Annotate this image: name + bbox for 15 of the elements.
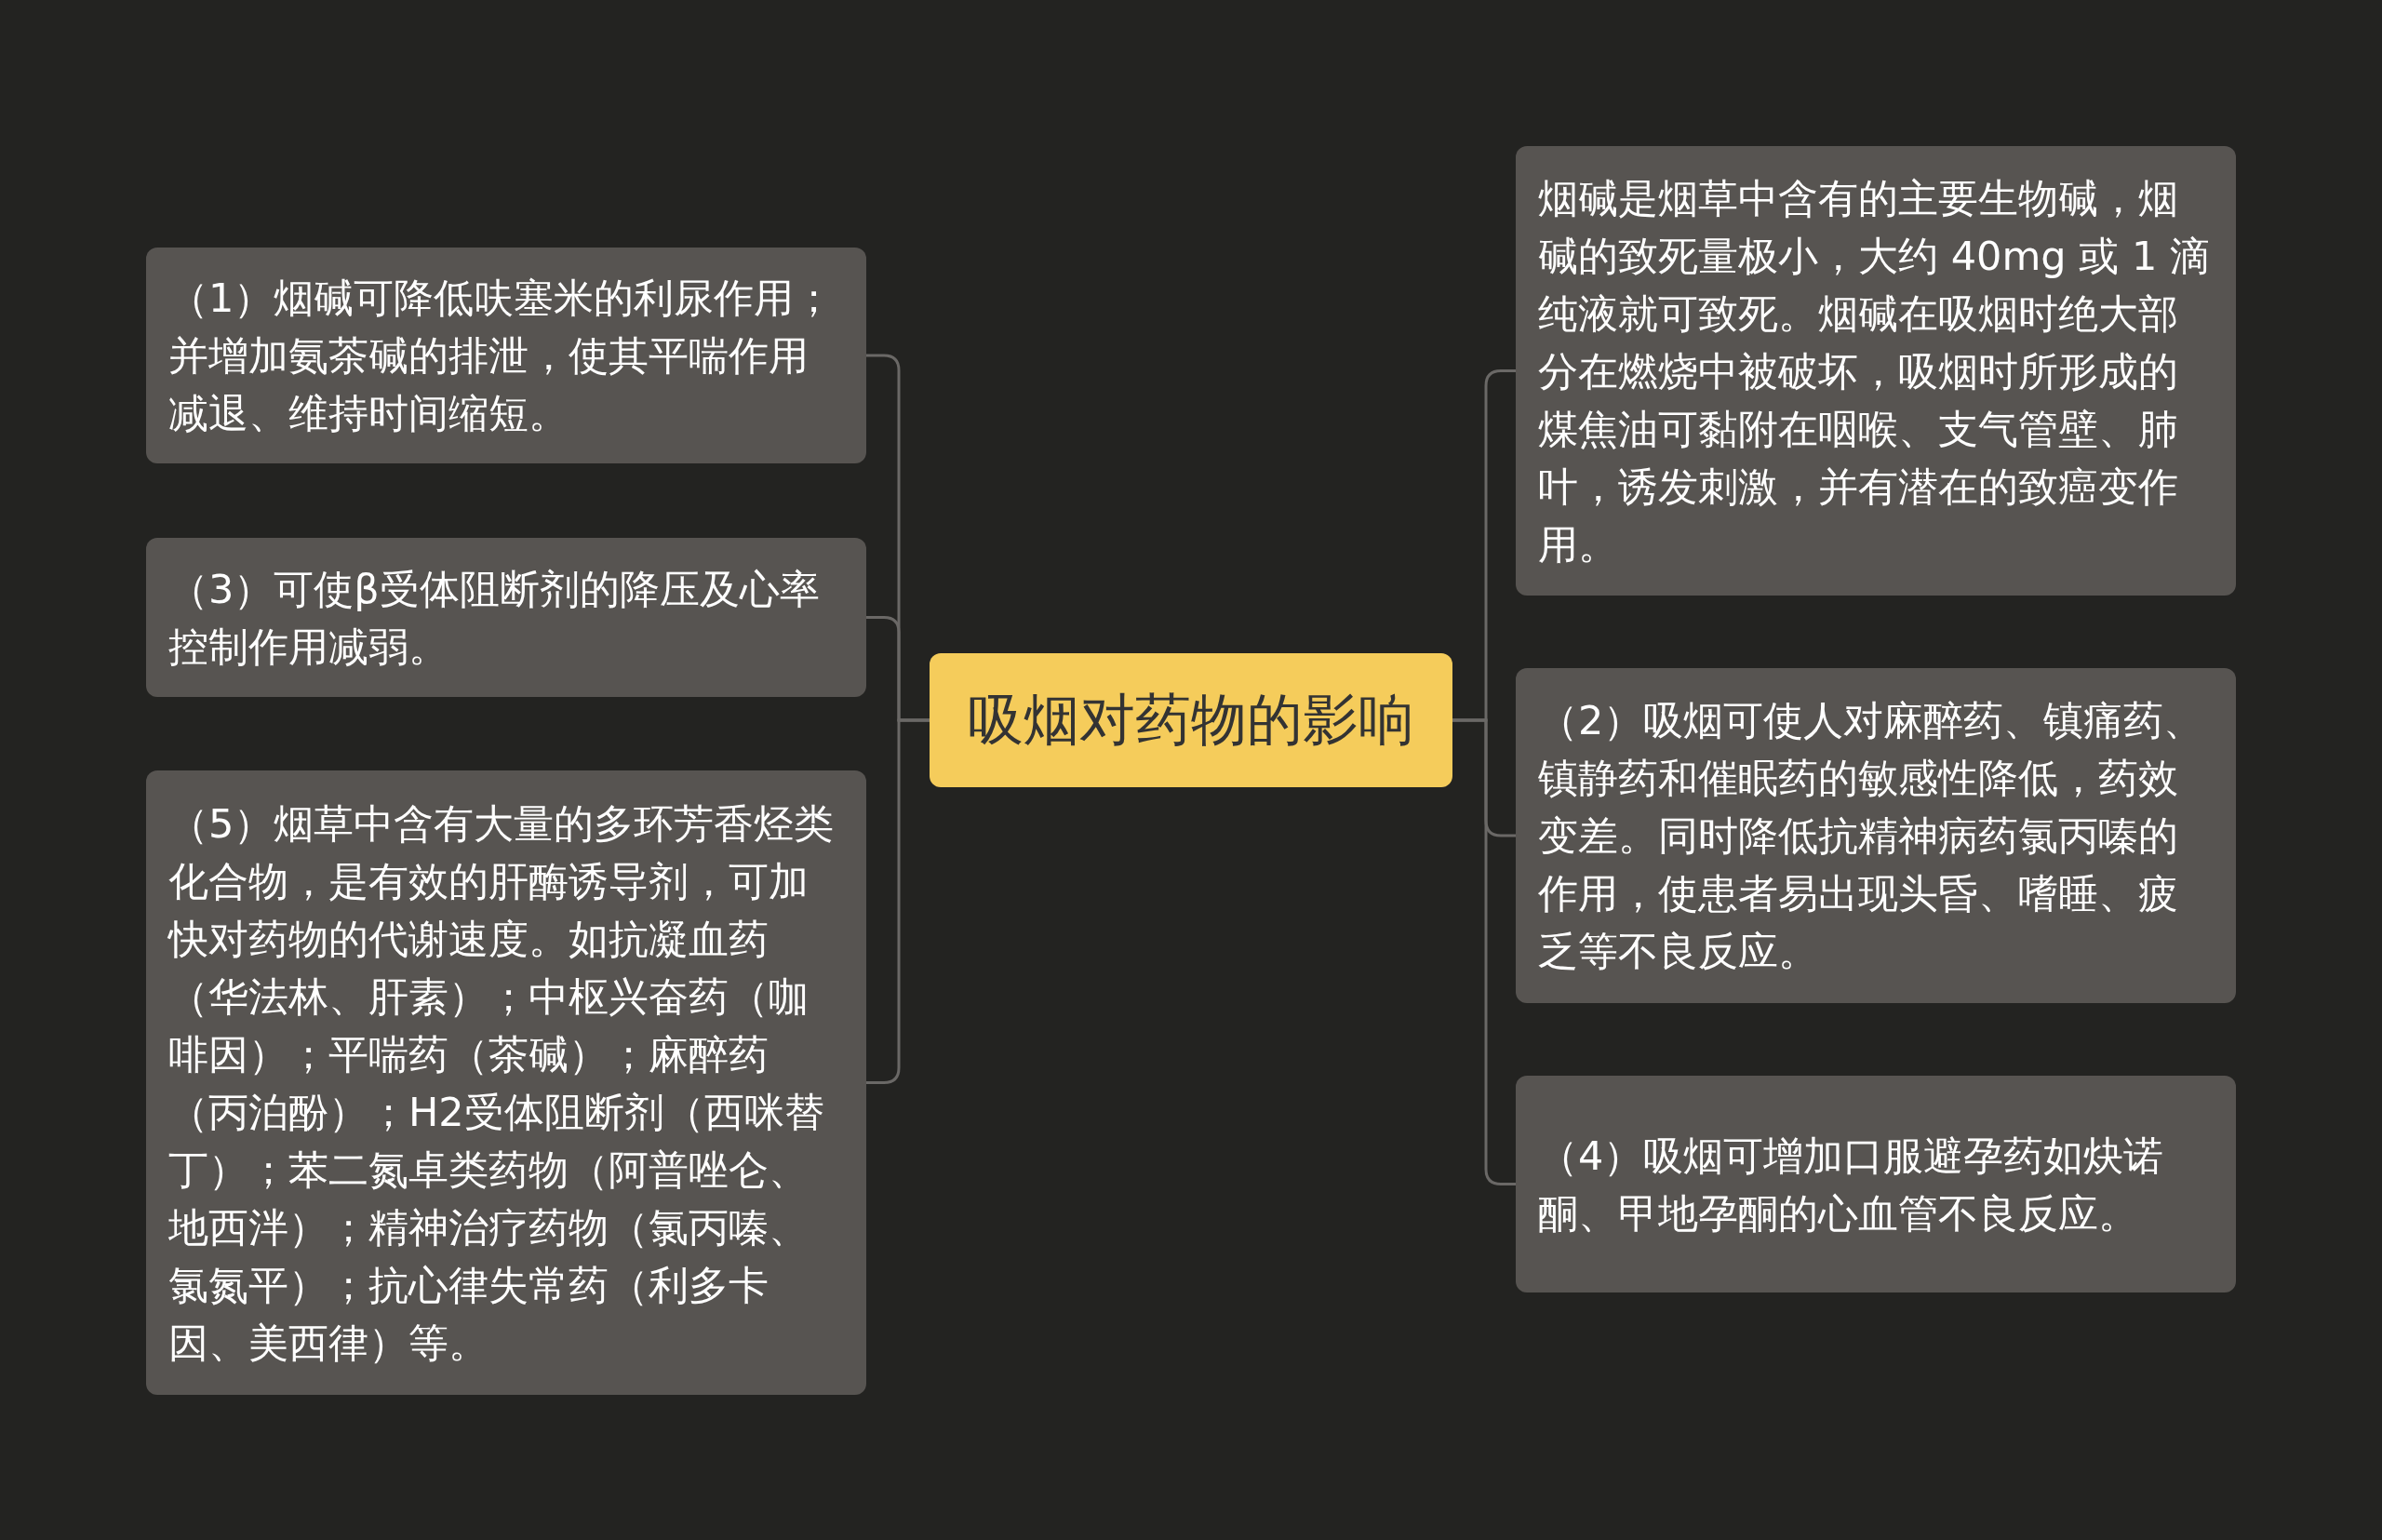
topic-box [1516,146,2236,596]
topic-text: （1）烟碱可降低呋塞米的利尿作用；并增加氨茶碱的排泄，使其平喘作用减退、维持时间缩短。 [168,274,836,438]
topic-box [146,538,866,697]
topic-box [1516,668,2236,1003]
topic-text: （3）可使β受体阻断剂的降压及心率控制作用减弱。 [168,564,821,672]
central-topic-box [930,653,1452,787]
topic-box [1516,1076,2236,1292]
topic-box [146,770,866,1395]
topic-text: （2）吸烟可使人对麻醉药、镇痛药、镇静药和催眠药的敏感性降低，药效变差。同时降低抗精神病药氯丙嗪的作用，使患者易出现头昏、嗜睡、疲乏等不良反应。 [1538,696,2205,976]
topic-text: （4）吸烟可增加口服避孕药如炔诺酮、甲地孕酮的心血管不良反应。 [1538,1131,2165,1239]
topic-text: （5）烟草中含有大量的多环芳香烃类化合物，是有效的肝酶诱导剂，可加快对药物的代谢速度。如抗凝血药（华法林、肝素）；中枢兴奋药（咖啡因）；平喘药（茶碱）；麻醉药（丙泊酚）；H2受体阻断剂（西咪替丁）；苯二氮卓类药物（阿普唑仑、地西泮）；精神治疗药物（氯丙嗪、氯氮平）；抗心律失常药（利多卡因、美西律）等。 [168,798,836,1368]
topic-text: 烟碱是烟草中含有的主要生物碱，烟碱的致死量极小，大约 40mg 或 1 滴纯液就可致死。烟碱在吸烟时绝大部分在燃烧中被破坏，吸烟时所形成的煤焦油可黏附在咽喉、支气管壁、肺叶，诱发刺激，并有潜在的致癌变作用。 [1538,173,2211,569]
topic-box [146,248,866,463]
central-topic-text: 吸烟对药物的影响 [968,685,1414,754]
connector-line [866,718,930,1084]
